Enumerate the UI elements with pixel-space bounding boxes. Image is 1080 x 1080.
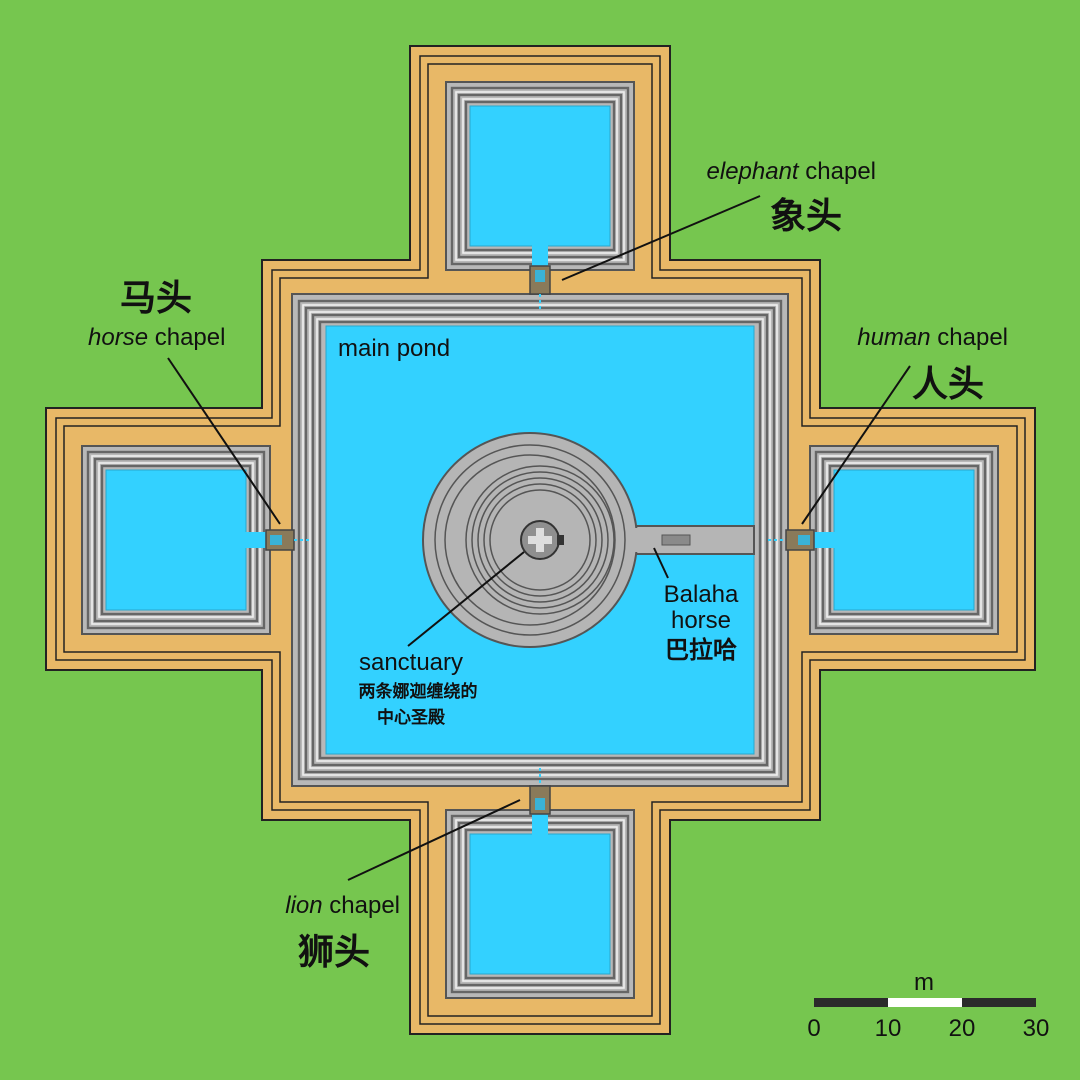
elephant-chapel-label: elephant chapel 象头 xyxy=(707,158,876,237)
scale-tick-10: 10 xyxy=(875,1015,902,1042)
svg-text:巴拉哈: 巴拉哈 xyxy=(665,636,737,664)
lion-chapel-label: lion chapel 狮头 xyxy=(285,892,400,973)
lion-pond xyxy=(445,809,635,999)
svg-text:human chapel: human chapel xyxy=(857,324,1008,351)
sanctuary-label: sanctuary 两条娜迦缠绕的 中心圣殿 xyxy=(359,649,478,728)
scale-tick-20: 20 xyxy=(949,1015,976,1042)
horse-pond xyxy=(81,445,271,635)
svg-text:象头: 象头 xyxy=(770,196,842,237)
svg-text:horse chapel: horse chapel xyxy=(88,324,225,351)
svg-text:sanctuary: sanctuary xyxy=(359,649,463,676)
main-pond-label: main pond xyxy=(338,335,450,362)
svg-text:elephant chapel: elephant chapel xyxy=(707,158,876,185)
svg-text:lion chapel: lion chapel xyxy=(285,892,400,919)
svg-text:中心圣殿: 中心圣殿 xyxy=(377,707,446,728)
leader-lines xyxy=(167,195,911,881)
svg-text:两条娜迦缠绕的: 两条娜迦缠绕的 xyxy=(359,681,478,702)
svg-text:马头: 马头 xyxy=(120,278,192,319)
elephant-pond xyxy=(445,81,635,271)
chapel-markers xyxy=(265,265,815,815)
svg-text:Balaha: Balaha xyxy=(664,581,739,608)
horse-chapel-label: 马头 horse chapel xyxy=(88,278,225,351)
svg-text:人头: 人头 xyxy=(912,364,984,405)
sanctuary xyxy=(520,520,564,560)
scale-bar: m 0 10 20 30 xyxy=(807,969,1049,1042)
scale-unit: m xyxy=(914,969,934,996)
balaha-statue xyxy=(661,534,691,546)
svg-text:horse: horse xyxy=(671,607,731,634)
balaha-label: Balaha horse 巴拉哈 xyxy=(664,581,739,664)
scale-tick-0: 0 xyxy=(807,1015,820,1042)
svg-text:狮头: 狮头 xyxy=(298,932,370,973)
scale-tick-30: 30 xyxy=(1023,1015,1050,1042)
human-chapel-label: human chapel 人头 xyxy=(857,324,1008,405)
human-pond xyxy=(809,445,999,635)
